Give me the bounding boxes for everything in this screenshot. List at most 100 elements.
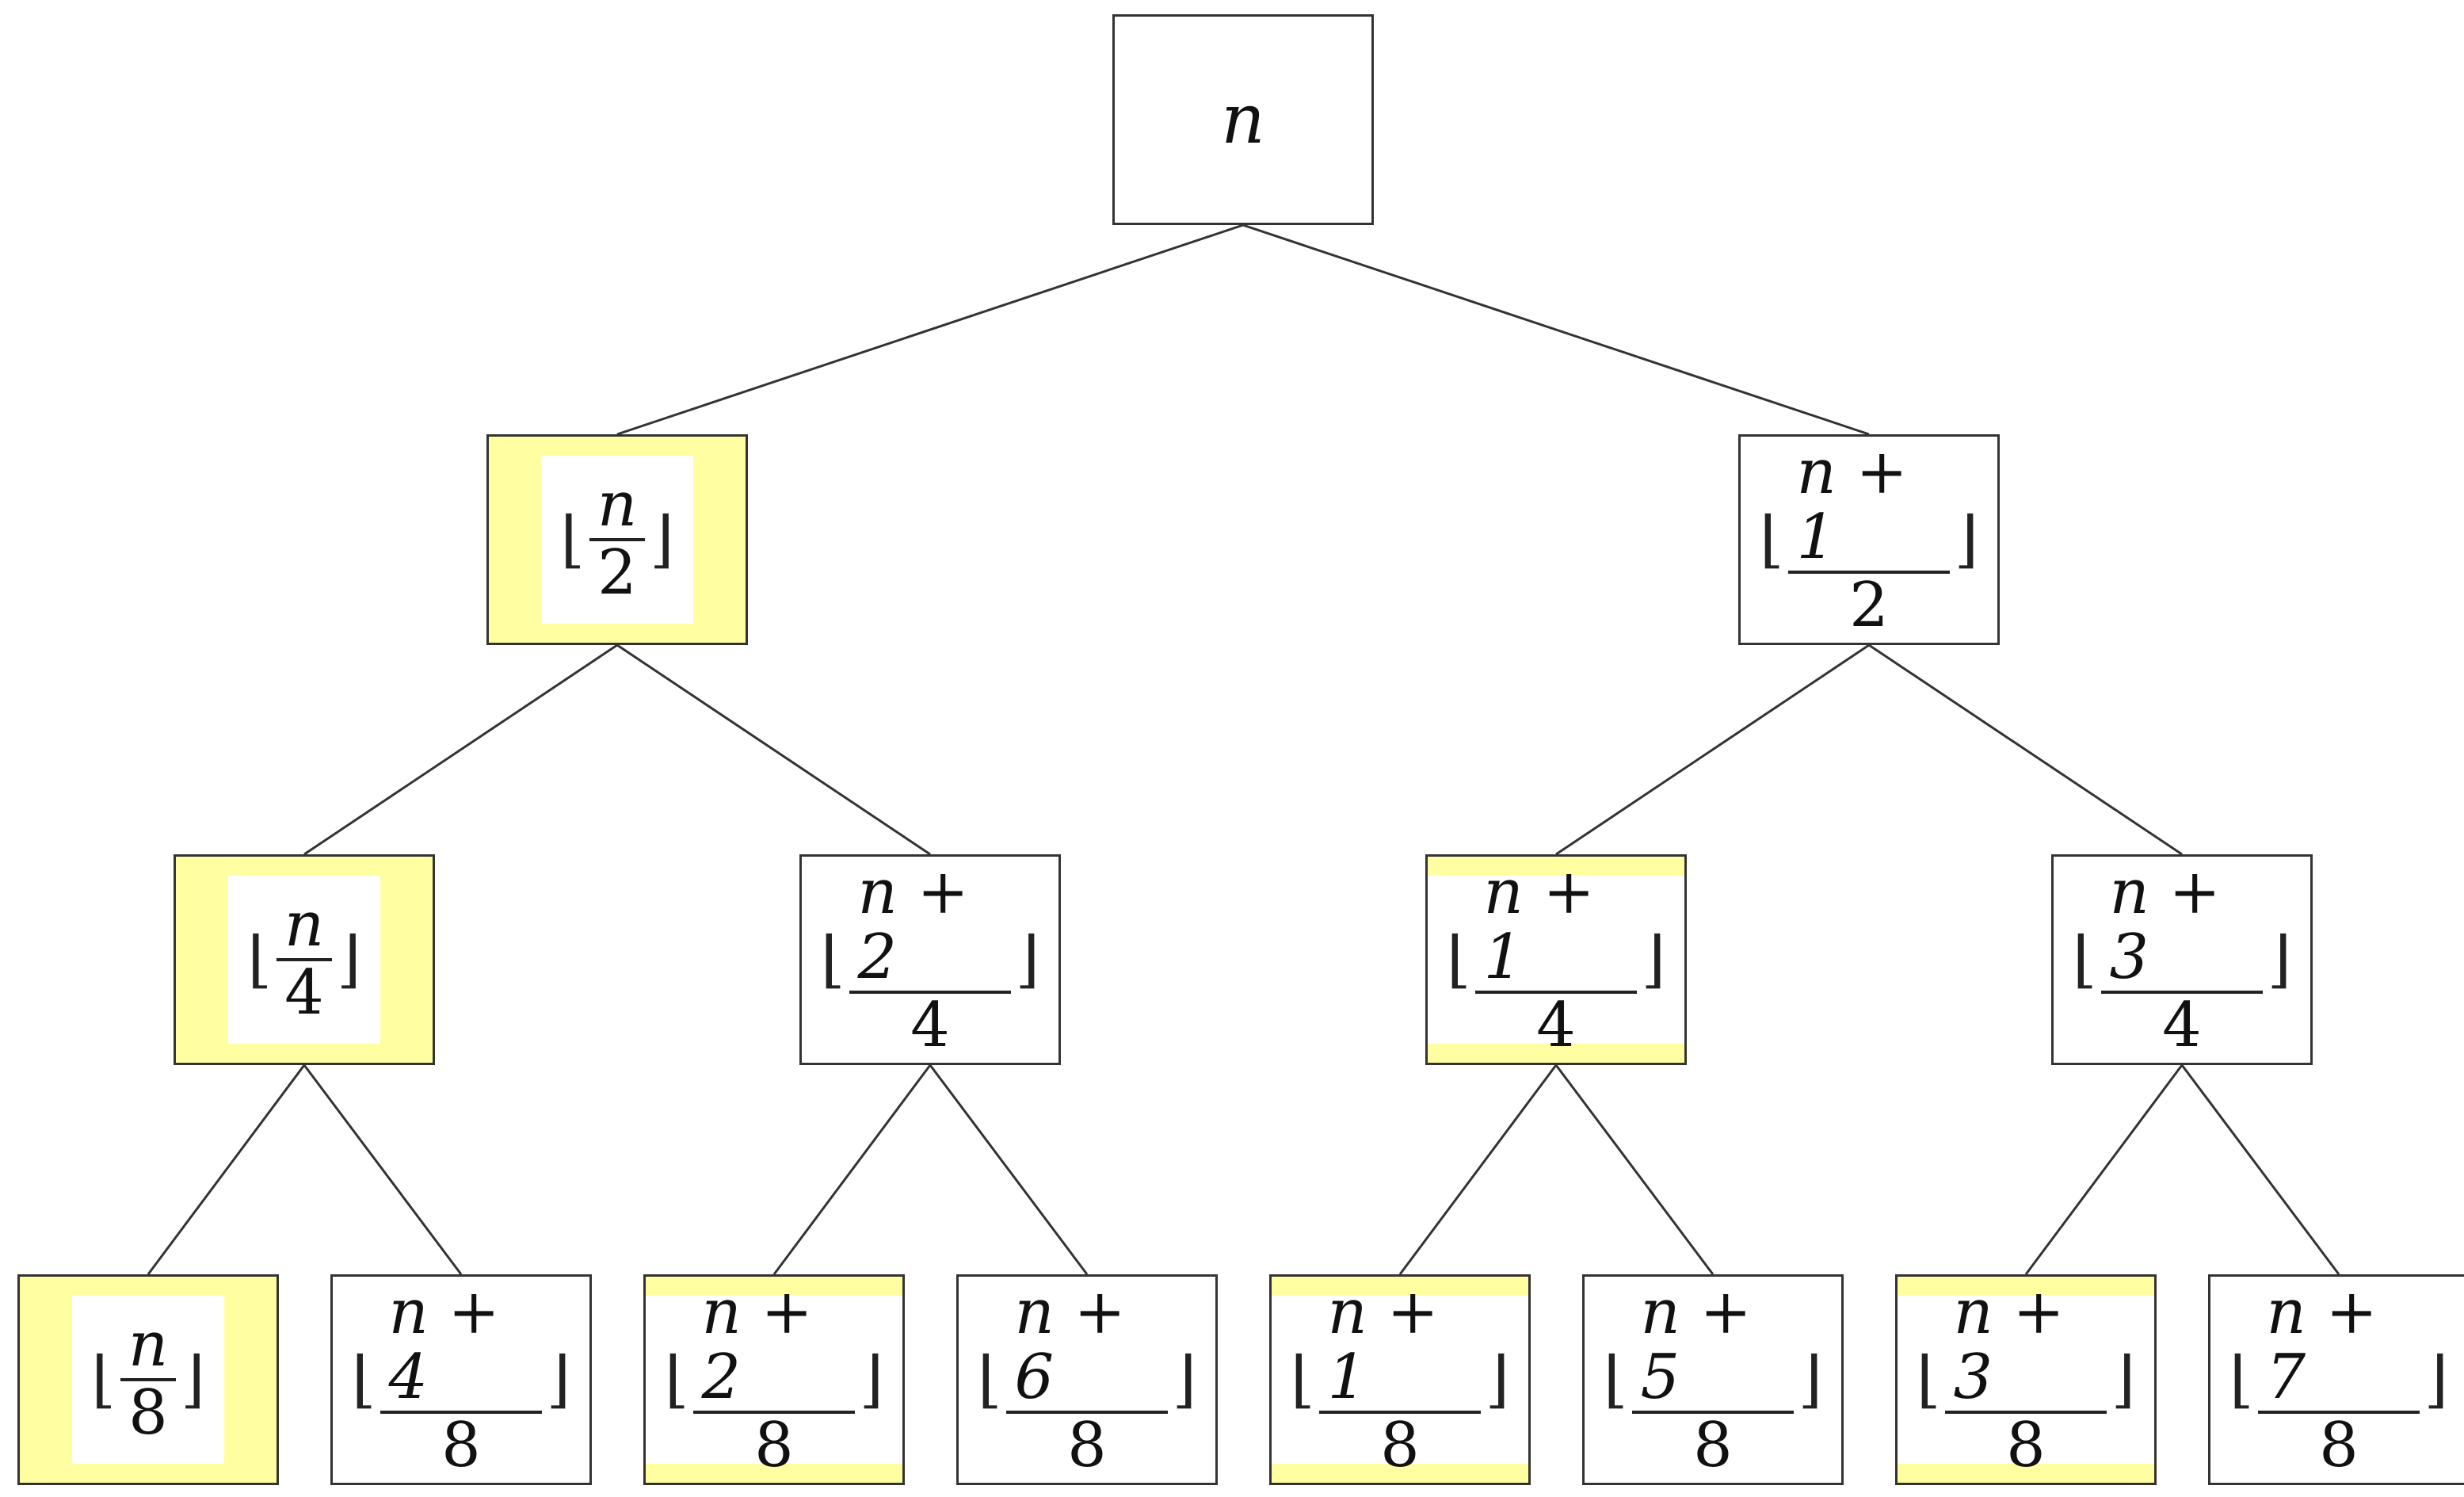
floor-right-bracket: ⌋ <box>1015 923 1039 995</box>
floor-right-bracket: ⌋ <box>337 924 361 995</box>
floor-left-bracket: ⌊ <box>1917 1344 1941 1415</box>
floor-left-bracket: ⌊ <box>665 1344 689 1415</box>
denominator: 4 <box>284 957 324 1029</box>
fraction: n + 1 4 <box>1475 860 1637 1061</box>
floor-left-bracket: ⌊ <box>1291 1344 1315 1415</box>
tree-edge <box>303 1064 463 1275</box>
floor-expression: ⌊ n + 2 8 ⌋ <box>663 1280 885 1479</box>
numerator: n + 2 <box>849 860 1011 994</box>
tree-edge <box>303 643 618 856</box>
tree-node-level3-5: ⌊ n + 5 8 ⌋ <box>1582 1274 1844 1485</box>
fraction: n + 7 8 <box>2258 1280 2420 1481</box>
floor-right-bracket: ⌋ <box>1641 924 1665 995</box>
floor-expression: ⌊ n + 2 4 ⌋ <box>819 860 1041 1061</box>
node-label-box: ⌊ n + 7 8 ⌋ <box>2210 1280 2464 1481</box>
denominator: 4 <box>1536 989 1576 1061</box>
floor-right-bracket: ⌋ <box>2424 1343 2448 1415</box>
denominator: 8 <box>1067 1409 1107 1481</box>
node-label-box: ⌊ n 8 ⌋ <box>72 1296 224 1464</box>
fraction: n + 3 4 <box>2101 860 2263 1061</box>
denominator: 2 <box>597 537 637 609</box>
denominator: 8 <box>2319 1409 2359 1481</box>
floor-right-bracket: ⌋ <box>1485 1344 1509 1415</box>
tree-node-level3-1: ⌊ n + 4 8 ⌋ <box>330 1274 592 1485</box>
node-label-box: ⌊ n + 2 4 ⌋ <box>802 860 1058 1061</box>
floor-left-bracket: ⌊ <box>2073 923 2097 995</box>
tree-edge <box>1555 643 1870 856</box>
denominator: 8 <box>2006 1409 2046 1481</box>
node-label-box: ⌊ n + 1 2 ⌋ <box>1741 440 1997 641</box>
tree-node-level3-3: ⌊ n + 6 8 ⌋ <box>956 1274 1218 1485</box>
floor-left-bracket: ⌊ <box>821 923 845 995</box>
floor-left-bracket: ⌊ <box>1760 503 1784 575</box>
tree-edge <box>1398 1064 1558 1275</box>
tree-node-level2-3: ⌊ n + 3 4 ⌋ <box>2051 854 2313 1065</box>
tree-node-level1-0: ⌊ n 2 ⌋ <box>486 434 748 645</box>
floor-expression: ⌊ n + 4 8 ⌋ <box>350 1280 572 1481</box>
tree-node-level3-2: ⌊ n + 2 8 ⌋ <box>643 1274 905 1485</box>
denominator: 4 <box>2162 989 2202 1061</box>
denominator: 8 <box>1693 1409 1733 1481</box>
numerator: n + 6 <box>1006 1280 1168 1414</box>
numerator: n + 3 <box>1945 1280 2107 1414</box>
floor-expression: ⌊ n + 1 4 ⌋ <box>1445 860 1667 1061</box>
floor-right-bracket: ⌋ <box>2111 1344 2135 1415</box>
floor-expression: ⌊ n + 3 8 ⌋ <box>1915 1280 2137 1481</box>
tree-node-level2-0: ⌊ n 4 ⌋ <box>174 854 435 1065</box>
floor-right-bracket: ⌋ <box>1954 503 1978 575</box>
floor-left-bracket: ⌊ <box>91 1344 116 1415</box>
tree-edge <box>616 223 1244 436</box>
numerator: n <box>276 892 333 961</box>
floor-left-bracket: ⌊ <box>978 1343 1002 1415</box>
numerator: n + 1 <box>1788 440 1950 574</box>
floor-expression: ⌊ n + 5 8 ⌋ <box>1602 1280 1824 1481</box>
fraction: n 2 <box>589 472 646 609</box>
denominator: 2 <box>1849 569 1889 641</box>
node-label-box: ⌊ n + 2 8 ⌋ <box>646 1280 902 1478</box>
node-label-box: ⌊ n 4 ⌋ <box>228 876 380 1044</box>
tree-edge <box>1868 643 2183 856</box>
tree-node-level3-7: ⌊ n + 7 8 ⌋ <box>2208 1274 2464 1485</box>
tree-node-level3-0: ⌊ n 8 ⌋ <box>17 1274 279 1485</box>
tree-edge <box>772 1064 932 1275</box>
node-label-box: ⌊ n + 3 8 ⌋ <box>1898 1280 2154 1478</box>
numerator: n + 1 <box>1319 1280 1481 1414</box>
fraction: n + 5 8 <box>1632 1280 1794 1481</box>
numerator: n + 3 <box>2101 860 2263 994</box>
floor-right-bracket: ⌋ <box>859 1344 883 1415</box>
tree-edge <box>929 1064 1089 1275</box>
denominator: 8 <box>128 1377 168 1449</box>
root-label: n <box>1221 80 1265 159</box>
tree-edge <box>616 643 931 856</box>
denominator: 4 <box>910 989 950 1061</box>
node-label-box: ⌊ n + 4 8 ⌋ <box>333 1280 589 1481</box>
node-label-box: ⌊ n + 1 4 ⌋ <box>1428 860 1684 1058</box>
node-label-box: ⌊ n + 1 8 ⌋ <box>1272 1280 1528 1478</box>
tree-node-level3-6: ⌊ n + 3 8 ⌋ <box>1895 1274 2157 1485</box>
tree-node-root: n <box>1112 14 1374 225</box>
floor-left-bracket: ⌊ <box>352 1343 376 1415</box>
denominator: 8 <box>441 1409 481 1481</box>
fraction: n 8 <box>120 1312 177 1449</box>
floor-expression: ⌊ n 2 ⌋ <box>559 472 675 609</box>
tree-node-level2-1: ⌊ n + 2 4 ⌋ <box>799 854 1061 1065</box>
numerator: n + 7 <box>2258 1280 2420 1414</box>
numerator: n + 1 <box>1475 860 1637 994</box>
tree-edge <box>2180 1064 2340 1275</box>
node-label-box: ⌊ n + 3 4 ⌋ <box>2054 860 2310 1061</box>
node-label-box: ⌊ n + 5 8 ⌋ <box>1585 1280 1841 1481</box>
tree-edge <box>1554 1064 1715 1275</box>
numerator: n + 4 <box>380 1280 542 1414</box>
node-label-box: ⌊ n 2 ⌋ <box>541 456 693 624</box>
floor-left-bracket: ⌊ <box>560 504 585 575</box>
floor-right-bracket: ⌋ <box>546 1343 570 1415</box>
tree-edge <box>2024 1064 2184 1275</box>
fraction: n + 2 8 <box>693 1280 855 1479</box>
floor-left-bracket: ⌊ <box>247 924 272 995</box>
fraction: n + 6 8 <box>1006 1280 1168 1481</box>
floor-expression: ⌊ n + 1 2 ⌋ <box>1758 440 1980 641</box>
floor-expression: ⌊ n + 3 4 ⌋ <box>2071 860 2293 1061</box>
fraction: n + 3 8 <box>1945 1280 2107 1481</box>
floor-right-bracket: ⌋ <box>2267 923 2291 995</box>
